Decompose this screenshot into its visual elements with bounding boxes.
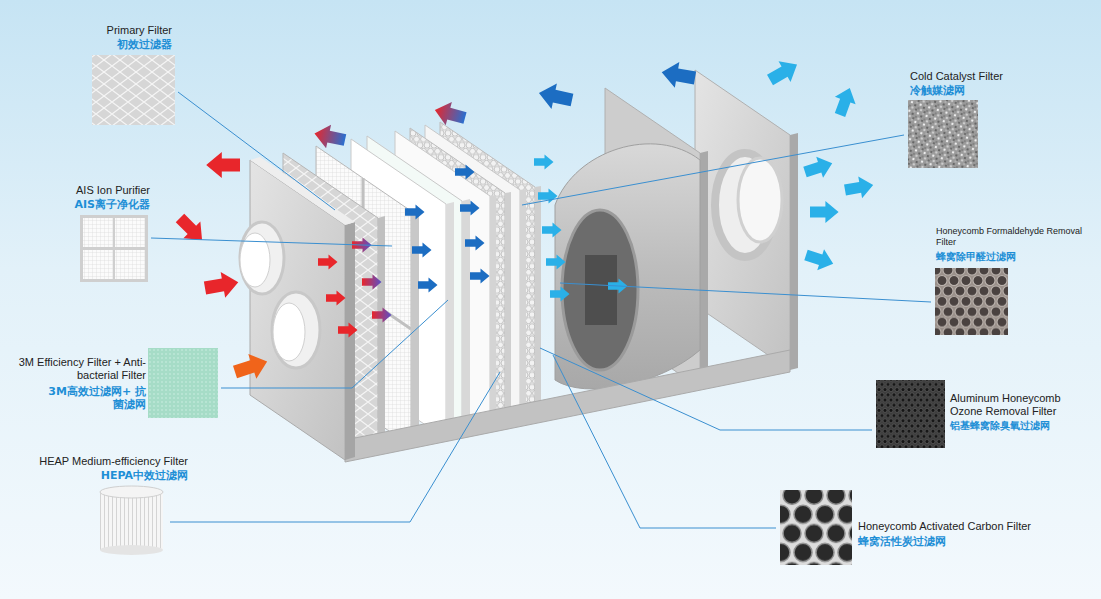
light-blue-arrow <box>810 201 839 223</box>
outlet-panel <box>695 70 790 370</box>
hepa-sample <box>100 486 163 555</box>
panel-edge <box>505 192 511 428</box>
filter-label: Aluminum Honeycomb Ozone Removal Filter <box>950 392 1090 418</box>
light-blue-arrow <box>843 174 875 201</box>
red-arrow <box>172 210 211 249</box>
red-arrow <box>338 323 358 338</box>
blue-arrow <box>536 80 574 112</box>
cold-catalyst-sample <box>908 100 978 168</box>
ais-cell <box>83 250 113 279</box>
light-blue-arrow <box>542 223 562 238</box>
panel-edge <box>520 189 526 425</box>
ais-cell <box>115 218 145 247</box>
formaldehyde-sample <box>935 268 1008 335</box>
blue-arrow <box>460 201 480 216</box>
housing-wall <box>345 350 790 462</box>
light-blue-arrow <box>803 245 837 275</box>
leader-line <box>178 92 335 210</box>
hepa-top <box>100 486 163 498</box>
filter-label-chinese: 蜂窝除甲醛过滤网 <box>936 251 1086 263</box>
drum <box>555 144 700 389</box>
outlet-tube <box>738 158 782 242</box>
leader-line <box>151 238 392 246</box>
leader-line <box>560 283 931 302</box>
filter-label: HEAP Medium-efficiency Filter <box>6 455 188 468</box>
panel-edge <box>462 199 470 436</box>
filter-label-chinese: AIS离子净化器 <box>20 198 150 211</box>
light-blue-arrow <box>534 155 554 170</box>
carbon-sample <box>780 490 852 565</box>
primary-filter-sample <box>92 55 175 125</box>
light-blue-arrow <box>764 54 803 90</box>
orange-arrow <box>231 349 271 384</box>
leader-line <box>553 355 776 528</box>
hepa-body <box>100 492 163 550</box>
mixed-arrow <box>432 98 468 129</box>
blue-arrow <box>455 165 475 180</box>
light-blue-arrow <box>830 84 860 118</box>
ais-cell <box>115 250 145 279</box>
panel-edge <box>345 222 355 460</box>
filter-label: AIS Ion Purifier <box>20 184 150 197</box>
3m-filter-sample <box>148 348 218 418</box>
leader-lines <box>151 92 931 528</box>
filter-label: Honeycomb Formaldehyde Removal Filter <box>936 226 1086 248</box>
blue-arrow <box>412 243 432 258</box>
inlet-opening <box>273 303 305 361</box>
leader-line <box>221 300 448 388</box>
filter-label-chinese: 初效过滤器 <box>40 38 172 51</box>
blue-arrow <box>405 205 425 220</box>
filter-samples <box>80 55 1008 565</box>
blue-arrow <box>470 269 490 284</box>
panel-edge <box>790 133 798 370</box>
panel-edge <box>490 195 496 431</box>
filter-label-chinese: HEPA中效过滤网 <box>6 469 188 482</box>
mixed-arrow <box>362 275 382 290</box>
ais-purifier-sample <box>80 215 148 282</box>
filter-label-chinese: 蜂窝活性炭过滤网 <box>858 535 1078 548</box>
panel-edge <box>535 186 541 422</box>
aluminum-sample <box>876 380 945 448</box>
filter-label-chinese: 冷触媒滤网 <box>910 84 1080 97</box>
panel-edge <box>446 202 454 439</box>
panel-edge <box>378 216 385 453</box>
light-blue-arrow <box>550 287 570 302</box>
filter-label: 3M Efficiency Filter + Anti-bacterial Fi… <box>12 356 146 382</box>
light-blue-arrow <box>546 255 566 270</box>
inlet-tube <box>240 222 284 294</box>
mixed-arrow <box>372 308 392 323</box>
inlet-panel <box>250 160 345 460</box>
filter-label: Primary Filter <box>40 24 172 37</box>
ais-cell <box>83 218 113 247</box>
filter-label-chinese: 铝基蜂窝除臭氧过滤网 <box>950 420 1090 432</box>
leader-line <box>522 135 904 205</box>
filter-label: Cold Catalyst Filter <box>910 70 1080 83</box>
panel-edge <box>700 151 708 388</box>
red-arrow <box>326 291 346 306</box>
drum-inner <box>585 255 617 325</box>
mixed-arrow <box>312 122 348 152</box>
filter-label-chinese: 3M高效过滤网+ 抗菌滤网 <box>44 385 146 411</box>
red-arrow <box>318 255 338 270</box>
hepa-bottom <box>100 545 163 555</box>
drum-opening <box>562 210 638 370</box>
airflow-arrows <box>172 54 876 384</box>
blue-arrow <box>418 278 438 293</box>
inlet-tube <box>272 292 320 368</box>
filter-label: Honeycomb Activated Carbon Filter <box>858 520 1078 533</box>
blue-arrow <box>659 59 697 90</box>
light-blue-arrow <box>802 153 836 183</box>
blue-arrow <box>465 236 485 251</box>
red-arrow <box>206 152 240 178</box>
leader-line <box>540 348 872 430</box>
panel-top <box>250 157 355 225</box>
red-arrow <box>203 269 241 300</box>
leader-line <box>170 372 500 522</box>
ais-frame <box>80 215 148 282</box>
housing <box>240 70 798 462</box>
